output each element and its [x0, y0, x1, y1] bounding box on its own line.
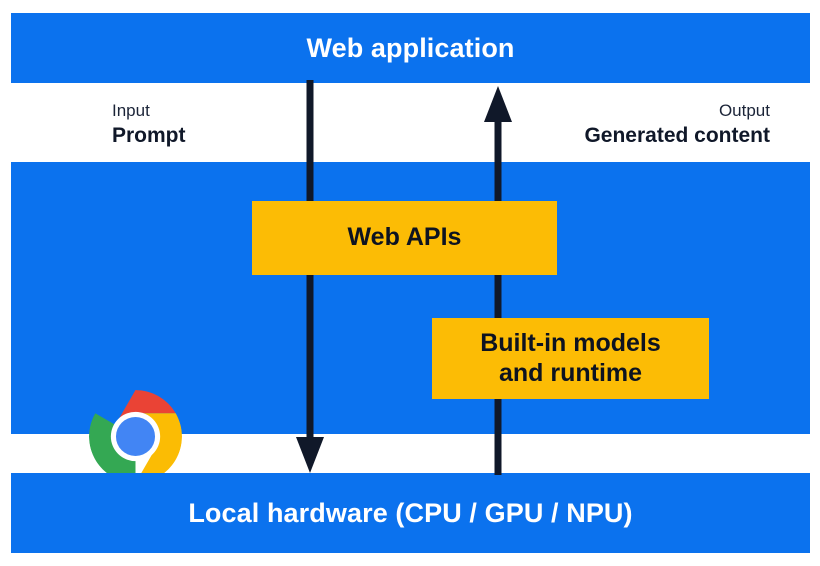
layer-local-hardware: Local hardware (CPU / GPU / NPU): [11, 473, 810, 553]
flow-output-kind-label: Output: [718, 101, 770, 120]
flow-output-value-label: Generated content: [584, 124, 770, 148]
layer-web-application: Web application: [11, 13, 810, 83]
arrow-up-icon: [484, 86, 512, 475]
component-web-apis-label: Web APIs: [347, 223, 462, 252]
layer-local-hardware-label: Local hardware (CPU / GPU / NPU): [188, 497, 633, 528]
flow-input-value-label: Prompt: [112, 124, 186, 148]
flow-annotation-input: Input Prompt: [112, 101, 186, 149]
chrome-logo-icon: [88, 390, 182, 483]
arrow-down-icon: [296, 80, 324, 473]
component-builtin-models-and-runtime: Built-in models and runtime: [432, 318, 709, 399]
flow-input-kind-label: Input: [112, 101, 150, 120]
layer-web-application-label: Web application: [306, 32, 515, 63]
component-web-apis: Web APIs: [252, 201, 557, 275]
flow-annotation-output: Output Generated content: [584, 101, 770, 149]
component-builtin-models-and-runtime-label: Built-in models and runtime: [480, 329, 661, 387]
